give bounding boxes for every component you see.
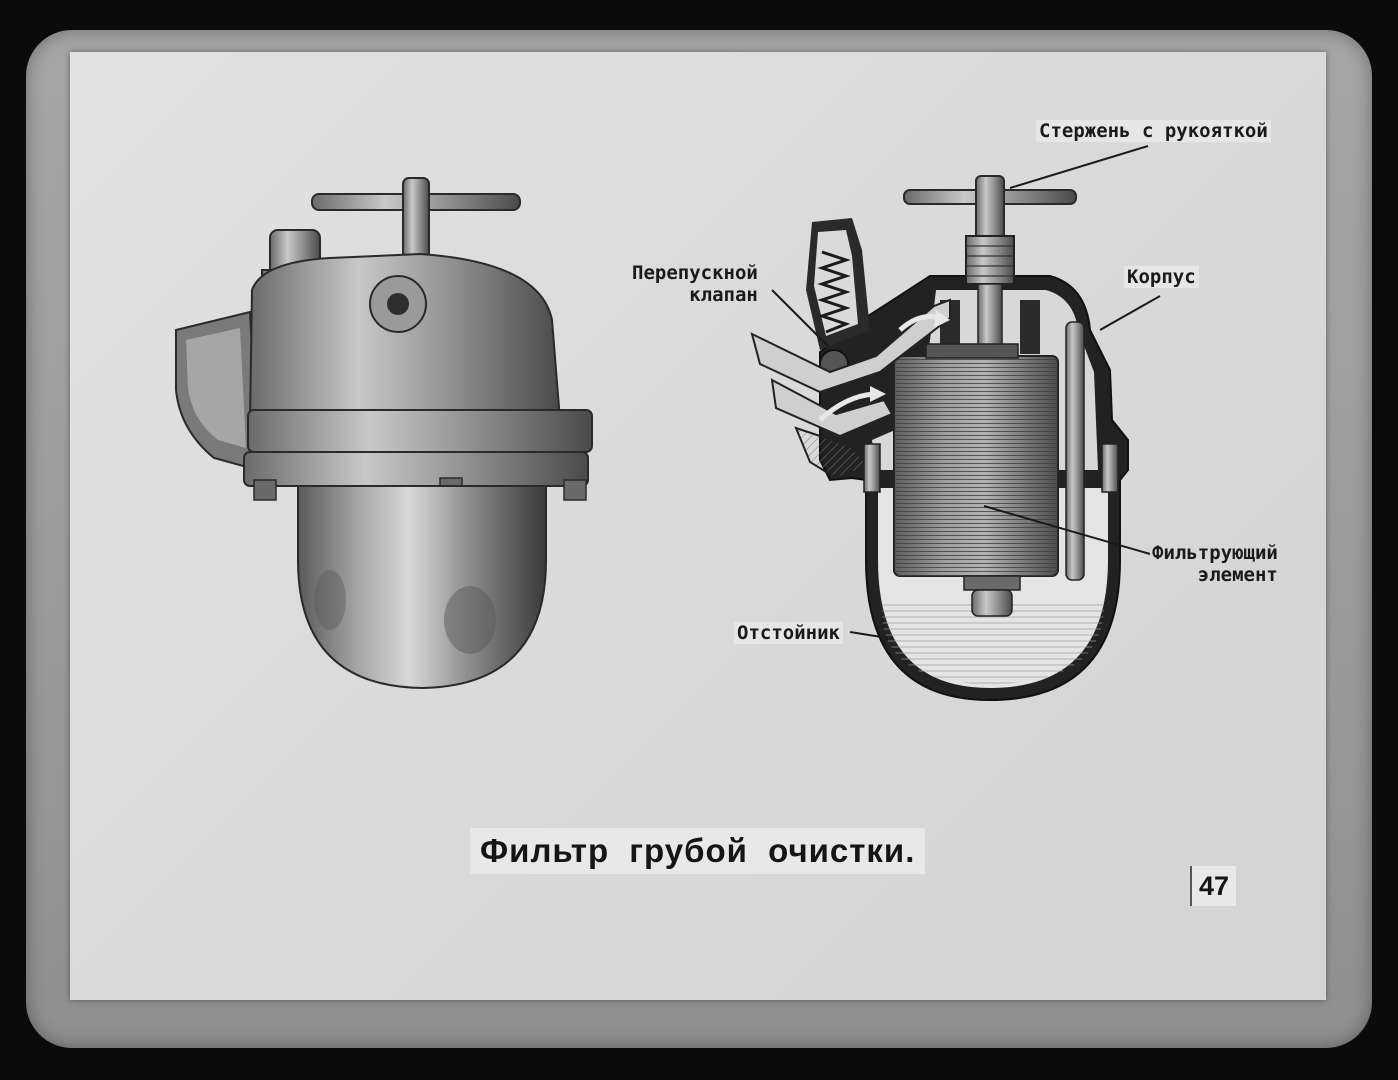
page-number: 47 (1190, 866, 1236, 906)
label-filter-element: Фильтрующий элемент (1152, 542, 1278, 586)
label-filter-element-line2: элемент (1197, 564, 1278, 586)
leader-bypass-valve (771, 289, 829, 347)
filter-exterior-illustration (175, 177, 593, 690)
leader-rod-with-handle (1009, 145, 1149, 189)
label-rod-with-handle: Стержень с рукояткой (1036, 120, 1271, 142)
label-bypass-valve-line2: клапан (689, 284, 758, 306)
label-filter-element-line1: Фильтрующий (1152, 542, 1278, 564)
leader-lines (771, 145, 1161, 639)
leader-housing (1099, 295, 1161, 331)
slide-title: Фильтр грубой очистки. (470, 828, 926, 874)
label-housing: Корпус (1124, 266, 1199, 288)
label-bypass-valve-line1: Перепускной (632, 262, 758, 284)
filter-cross-section-illustration (750, 175, 1129, 702)
leader-sump (849, 631, 889, 639)
label-bypass-valve: Перепускной клапан (632, 262, 758, 306)
leader-filter-element (983, 505, 1151, 555)
label-sump: Отстойник (734, 622, 843, 644)
